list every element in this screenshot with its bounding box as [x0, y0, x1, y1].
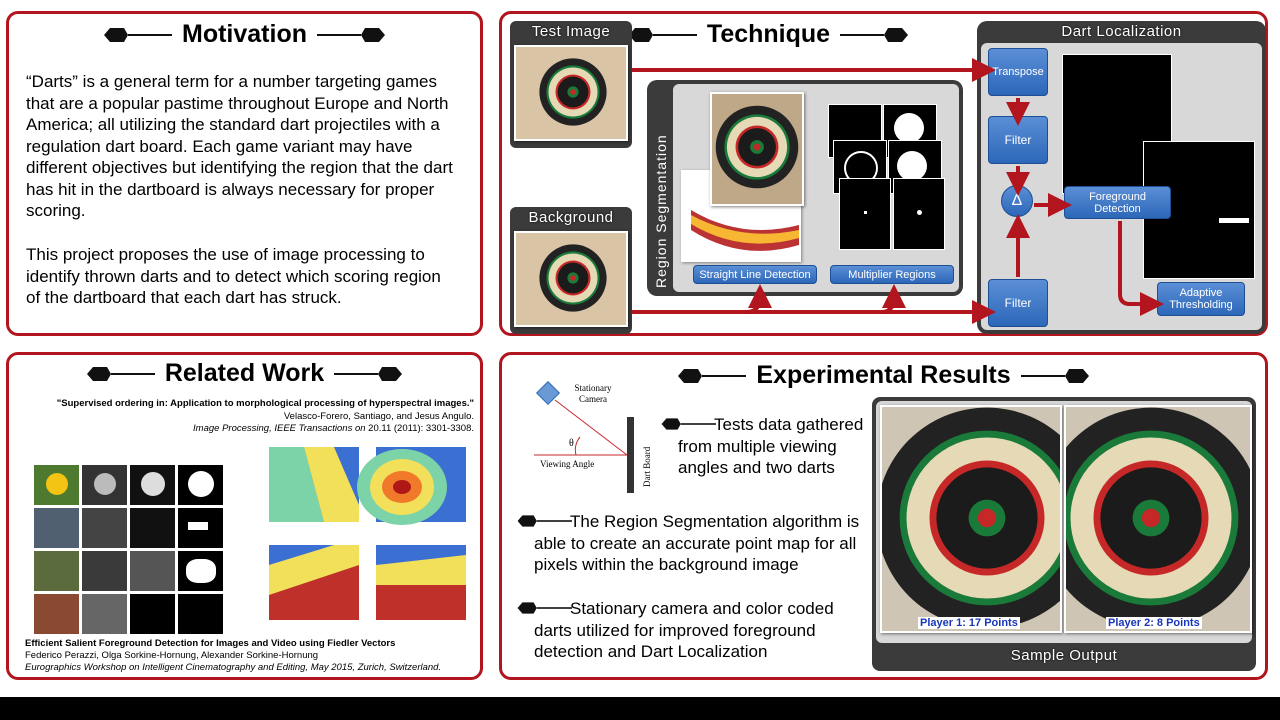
reference-1: "Supervised ordering in: Application to …: [14, 398, 474, 436]
grid-image: [130, 551, 175, 591]
background-photo: [514, 231, 628, 327]
player-2-score: Player 2: 8 Points: [1106, 617, 1202, 629]
related-work-title: Related Work: [164, 359, 325, 387]
theta-label: θ: [569, 438, 574, 449]
region-segmentation-box: Region Segmentation Straight Line Detect…: [647, 80, 963, 296]
player-1-photo: Player 1: 17 Points: [880, 405, 1062, 633]
reference-1-title: "Supervised ordering in: Application to …: [56, 398, 474, 409]
dart-right-icon: [840, 25, 910, 45]
bullet-2: The Region Segmentation algorithm is abl…: [534, 512, 860, 574]
reference-1-authors: Velasco-Forero, Santiago, and Jesus Angu…: [283, 410, 474, 422]
reference-2: Efficient Salient Foreground Detection f…: [25, 638, 480, 674]
technique-header: Technique: [272, 20, 1265, 49]
dartboard-image: [1064, 405, 1252, 633]
viewing-angle-diagram: Stationary Camera θ Viewing Angle Dart B…: [530, 375, 670, 495]
dart-board-label: Dart Board: [642, 446, 652, 487]
dartboard-image: [880, 405, 1062, 633]
grid-image: [82, 465, 127, 505]
background-box: Background: [510, 207, 632, 334]
background-label: Background: [528, 209, 614, 226]
experimental-results-title: Experimental Results: [756, 361, 1011, 389]
bullet-3: Stationary camera and color coded darts …: [534, 599, 834, 661]
grid-image: [130, 508, 175, 548]
sample-output-label: Sample Output: [1010, 647, 1118, 664]
adaptive-thresholding-button[interactable]: Adaptive Thresholding: [1157, 282, 1245, 316]
filter-top-button[interactable]: Filter: [988, 116, 1048, 164]
player-1-score: Player 1: 17 Points: [918, 617, 1020, 629]
dart-left-icon: [676, 366, 746, 386]
grid-image: [130, 465, 175, 505]
dart-left-icon: [85, 364, 155, 384]
dart-right-icon: [1021, 366, 1091, 386]
saliency-image-grid: [34, 465, 224, 635]
bottom-bar: [0, 697, 1280, 720]
dart-left-icon: [102, 25, 172, 45]
region-segmentation-label: Region Segmentation: [653, 134, 669, 288]
motivation-header: Motivation: [9, 20, 480, 49]
grid-image: [34, 594, 79, 634]
grid-image: [178, 508, 223, 548]
contour-plots: [264, 445, 474, 645]
grid-image: [82, 508, 127, 548]
reference-2-title: Efficient Salient Foreground Detection f…: [25, 638, 396, 649]
dartboard-image: [538, 243, 608, 313]
test-image-box: Test Image: [510, 21, 632, 148]
dartboard-image: [538, 57, 608, 127]
filter-bottom-button[interactable]: Filter: [988, 279, 1048, 327]
grid-image: [130, 594, 175, 634]
viewing-angle-graphic: [534, 380, 634, 493]
viewing-angle-label: Viewing Angle: [540, 459, 595, 469]
contour-plots-graphic: [269, 447, 466, 620]
foreground-detection-button[interactable]: Foreground Detection: [1064, 186, 1171, 219]
segmentation-board-photo: [710, 92, 804, 206]
grid-image: [178, 594, 223, 634]
reference-1-citation: Image Processing, IEEE Transactions on 2…: [14, 423, 474, 436]
polar-plot-graphic: [691, 210, 799, 251]
grid-image: [178, 465, 223, 505]
mask-thumb: [893, 178, 945, 250]
grid-image: [82, 551, 127, 591]
reference-1-journal: Image Processing, IEEE Transactions on: [193, 423, 366, 434]
mask-thumb: [839, 178, 891, 250]
grid-image: [34, 508, 79, 548]
multiplier-regions-button[interactable]: Multiplier Regions: [830, 265, 954, 284]
test-image-photo: [514, 45, 628, 141]
dartboard-image: [714, 104, 800, 190]
dart-localization-label: Dart Localization: [1061, 23, 1182, 40]
player-2-photo: Player 2: 8 Points: [1064, 405, 1252, 633]
grid-image: [34, 465, 79, 505]
straight-line-detection-button[interactable]: Straight Line Detection: [693, 265, 817, 284]
dart-left-icon: [627, 25, 697, 45]
reference-2-authors: Federico Perazzi, Olga Sorkine-Hornung, …: [25, 650, 319, 661]
motivation-title: Motivation: [182, 20, 307, 48]
grid-image: [34, 551, 79, 591]
motivation-paragraph-2: This project proposes the use of image p…: [26, 245, 441, 307]
experimental-results-header: Experimental Results: [502, 361, 1265, 390]
related-work-panel: Related Work "Supervised ordering in: Ap…: [6, 352, 483, 680]
transpose-button[interactable]: Transpose: [988, 48, 1048, 96]
dart-right-icon: [334, 364, 404, 384]
stationary-camera-label: Stationary Camera: [574, 383, 612, 404]
grid-image: [82, 594, 127, 634]
delta-button[interactable]: Δ: [1001, 185, 1033, 217]
motivation-panel: Motivation “Darts” is a general term for…: [6, 11, 483, 336]
reference-2-venue: Eurographics Workshop on Intelligent Cin…: [25, 662, 442, 673]
grid-image: [178, 551, 223, 591]
reference-1-volume: 20.11 (2011): 3301-3308.: [365, 423, 474, 434]
test-image-label: Test Image: [531, 23, 611, 40]
technique-panel: Technique Test Image Background Region S…: [499, 11, 1268, 336]
related-work-header: Related Work: [9, 359, 480, 388]
sample-output-box: Player 1: 17 Points Player 2: 8 Points S…: [872, 397, 1256, 671]
dart-localization-box: Dart Localization Transpose Filter Δ For…: [977, 21, 1266, 334]
experimental-results-panel: Experimental Results Stationary Camera θ…: [499, 352, 1268, 680]
bullet-1: Tests data gathered from multiple viewin…: [678, 415, 864, 477]
motivation-paragraph-1: “Darts” is a general term for a number t…: [26, 72, 453, 220]
technique-title: Technique: [706, 20, 831, 48]
